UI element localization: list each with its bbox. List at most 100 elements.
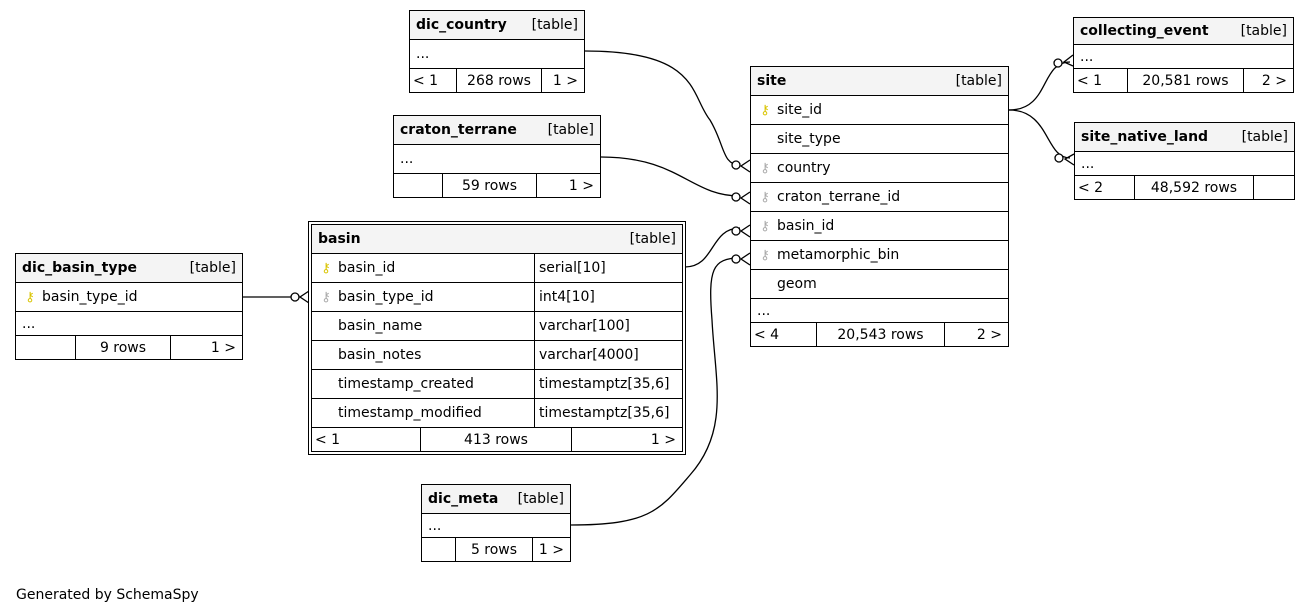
parents-count[interactable]: < 1 <box>413 72 439 89</box>
table-site[interactable]: site [table] ⚷site_id site_type ⚷country… <box>750 66 1009 347</box>
crowfoot <box>739 191 751 205</box>
row-count: 20,581 rows <box>1127 69 1243 92</box>
column-name-cell: basin_name <box>312 312 534 340</box>
table-name: site_native_land <box>1081 129 1209 145</box>
column-row[interactable]: ⚷metamorphic_bin <box>751 241 1008 270</box>
table-header: dic_meta [table] <box>422 485 570 514</box>
column-name: site_id <box>777 102 823 118</box>
table-kind: [table] <box>1241 129 1288 145</box>
table-dic-meta[interactable]: dic_meta [table] ... 5 rows 1 > <box>421 484 571 562</box>
children-count[interactable]: 1 > <box>541 69 584 92</box>
children-count[interactable]: 1 > <box>571 428 682 451</box>
column-name: craton_terrane_id <box>777 189 901 205</box>
foreign-key-icon: ⚷ <box>760 160 770 176</box>
table-footer: < 1 268 rows 1 > <box>410 69 584 92</box>
table-kind: [table] <box>629 231 676 247</box>
crowfoot-circle <box>290 292 300 302</box>
parents-count[interactable]: < 4 <box>754 326 780 343</box>
primary-key-icon: ⚷ <box>760 102 770 118</box>
table-kind: [table] <box>1240 23 1287 39</box>
column-name: basin_name <box>338 318 423 334</box>
parents-count[interactable] <box>16 336 75 359</box>
crowfoot <box>739 224 751 238</box>
ellipsis-row: ... <box>1074 45 1293 69</box>
column-type: timestamptz[35,6] <box>534 399 682 427</box>
table-name: dic_country <box>416 17 507 33</box>
edge-basin-site <box>684 227 741 268</box>
table-header: dic_country [table] <box>410 11 584 40</box>
ellipsis: ... <box>400 151 414 167</box>
children-count[interactable]: 2 > <box>944 323 1008 346</box>
children-count[interactable]: 1 > <box>532 538 570 561</box>
edge-craton-terrane-site <box>600 156 741 197</box>
edge-site-collecting-event <box>1008 61 1071 111</box>
parents-count[interactable] <box>422 538 455 561</box>
row-count: 413 rows <box>420 428 571 451</box>
table-name: dic_basin_type <box>22 260 138 276</box>
row-count: 5 rows <box>455 538 532 561</box>
table-kind: [table] <box>517 491 564 507</box>
column-row[interactable]: ⚷basin_type_id int4[10] <box>312 283 682 312</box>
ellipsis: ... <box>757 302 771 319</box>
table-basin[interactable]: basin [table] ⚷basin_id serial[10] ⚷basi… <box>308 221 686 455</box>
edge-dic-meta-site <box>570 257 741 526</box>
column-name: timestamp_created <box>338 376 474 392</box>
column-row[interactable]: ⚷basin_id <box>751 212 1008 241</box>
column-name-cell: ⚷ basin_id <box>312 254 534 282</box>
parents-count[interactable]: < 1 <box>1077 72 1103 89</box>
table-name: site <box>757 73 787 89</box>
parents-count[interactable] <box>394 174 442 197</box>
table-site-native-land[interactable]: site_native_land [table] ... < 2 48,592 … <box>1074 122 1295 200</box>
column-type: varchar[100] <box>534 312 682 340</box>
table-collecting-event[interactable]: collecting_event [table] ... < 1 20,581 … <box>1073 17 1294 93</box>
column-name: country <box>777 160 831 176</box>
table-craton-terrane[interactable]: craton_terrane [table] ... 59 rows 1 > <box>393 115 601 198</box>
column-row[interactable]: site_type <box>751 125 1008 154</box>
ellipsis-row: ... <box>422 514 570 538</box>
column-row[interactable]: ⚷ basin_type_id <box>16 283 242 312</box>
ellipsis: ... <box>1080 48 1094 65</box>
table-dic-country[interactable]: dic_country [table] ... < 1 268 rows 1 > <box>409 10 585 93</box>
column-name-cell: timestamp_modified <box>312 399 534 427</box>
table-header: dic_basin_type [table] <box>16 254 242 283</box>
column-row[interactable]: geom <box>751 270 1008 299</box>
primary-key-icon: ⚷ <box>321 260 331 276</box>
ellipsis-row: ... <box>16 312 242 336</box>
ellipsis: ... <box>22 315 36 332</box>
ellipsis-row: ... <box>1075 152 1294 176</box>
parents-count[interactable]: < 2 <box>1078 179 1104 196</box>
column-row[interactable]: basin_notes varchar[4000] <box>312 341 682 370</box>
table-header: collecting_event [table] <box>1074 18 1293 45</box>
column-row[interactable]: ⚷craton_terrane_id <box>751 183 1008 212</box>
column-row[interactable]: basin_name varchar[100] <box>312 312 682 341</box>
table-header: basin [table] <box>312 225 682 254</box>
table-footer: < 2 48,592 rows <box>1075 176 1294 199</box>
column-name: basin_type_id <box>42 289 138 305</box>
children-count[interactable]: 1 > <box>536 174 600 197</box>
column-row[interactable]: ⚷ country <box>751 154 1008 183</box>
column-name: site_type <box>777 131 841 147</box>
parents-count[interactable]: < 1 <box>315 431 341 448</box>
column-name: timestamp_modified <box>338 405 482 421</box>
table-footer: < 1 413 rows 1 > <box>312 428 682 451</box>
ellipsis: ... <box>416 46 430 62</box>
edge-dic-country-site <box>584 50 741 166</box>
ellipsis-row: ... <box>751 299 1008 323</box>
table-name: craton_terrane <box>400 122 517 138</box>
crowfoot-circle <box>731 160 741 170</box>
crowfoot-circle <box>731 226 741 236</box>
column-row[interactable]: timestamp_created timestamptz[35,6] <box>312 370 682 399</box>
row-count: 48,592 rows <box>1134 176 1253 199</box>
column-row[interactable]: ⚷basin_id serial[10] <box>312 254 682 283</box>
table-footer: 9 rows 1 > <box>16 336 242 359</box>
children-count[interactable]: 2 > <box>1243 69 1293 92</box>
children-count[interactable]: 1 > <box>170 336 242 359</box>
table-name: basin <box>318 231 361 247</box>
column-name: basin_type_id <box>338 289 434 305</box>
column-name: basin_id <box>338 260 396 276</box>
column-row[interactable]: ⚷ site_id <box>751 96 1008 125</box>
primary-key-icon: ⚷ <box>25 289 35 305</box>
table-dic-basin-type[interactable]: dic_basin_type [table] ⚷ basin_type_id .… <box>15 253 243 360</box>
children-count[interactable] <box>1253 176 1294 199</box>
column-row[interactable]: timestamp_modified timestamptz[35,6] <box>312 399 682 428</box>
